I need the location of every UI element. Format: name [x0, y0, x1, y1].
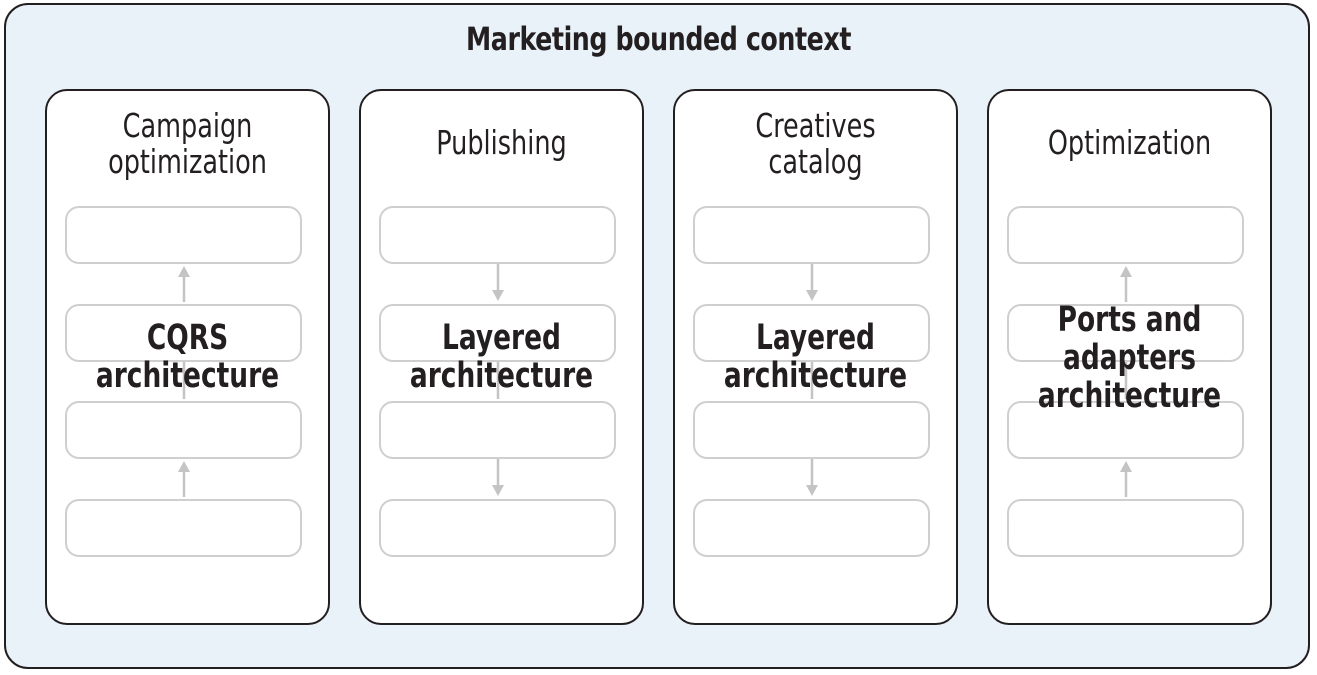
layer-arrows	[492, 264, 504, 496]
architecture-label-line: architecture	[1037, 376, 1222, 416]
arrow-down-head	[806, 290, 818, 301]
layer-arrows	[1120, 266, 1132, 497]
subsystem-title: Creatives catalog	[695, 108, 937, 180]
arrow-up-head	[178, 461, 190, 472]
layer-arrows	[178, 266, 190, 497]
subsystem-creatives-catalog: Creatives catalog Layered architecture	[673, 89, 958, 625]
layer-arrows	[806, 264, 818, 496]
bounded-context-title: Marketing bounded context	[466, 20, 851, 58]
architecture-label-line: Ports and	[1057, 300, 1202, 340]
architecture-label-line: Layered	[756, 318, 875, 358]
subsystem-title-line: Campaign	[122, 106, 253, 145]
layer-box	[1007, 401, 1244, 459]
arrow-up-head	[1120, 266, 1132, 277]
subsystem-title: Optimization	[1009, 125, 1251, 161]
architecture-label: Layered architecture	[697, 319, 933, 395]
layer-box	[693, 304, 930, 362]
layer-box	[1007, 304, 1244, 362]
layer-box	[379, 499, 616, 557]
architecture-label-line: architecture	[409, 356, 594, 396]
subsystem-title-line: catalog	[768, 142, 863, 181]
layer-box	[693, 499, 930, 557]
arrow-down-head	[492, 485, 504, 496]
architecture-label-line: Layered	[442, 318, 561, 358]
subsystem-optimization: Optimization Ports and adapters architec…	[987, 89, 1272, 625]
architecture-label: Ports and adapters architecture	[1011, 301, 1247, 415]
layer-box	[65, 206, 302, 264]
subsystem-title-line: Optimization	[1047, 123, 1212, 162]
arrow-down-head	[492, 290, 504, 301]
architecture-label-line: CQRS	[146, 318, 229, 358]
layer-box	[1007, 206, 1244, 264]
architecture-label-line: architecture	[723, 356, 908, 396]
subsystem-title: Campaign optimization	[67, 108, 309, 180]
layer-box	[65, 499, 302, 557]
layer-box	[379, 206, 616, 264]
arrow-down-head	[806, 485, 818, 496]
subsystem-title: Publishing	[381, 125, 623, 161]
architecture-label-line: adapters	[1063, 338, 1196, 378]
layer-box	[65, 304, 302, 362]
architecture-label-line: architecture	[95, 356, 280, 396]
subsystem-title-line: Publishing	[436, 123, 567, 162]
subsystem-campaign-optimization: Campaign optimization CQRS architecture	[45, 89, 330, 625]
arrow-up-head	[1120, 461, 1132, 472]
subsystem-title-line: Creatives	[755, 106, 876, 145]
subsystem-publishing: Publishing Layered architecture	[359, 89, 644, 625]
layer-box	[693, 206, 930, 264]
layer-box	[693, 401, 930, 459]
architecture-label: Layered architecture	[383, 319, 619, 395]
layer-box	[379, 401, 616, 459]
layer-box	[65, 401, 302, 459]
arrow-up-head	[178, 266, 190, 277]
layer-box	[379, 304, 616, 362]
architecture-label: CQRS architecture	[69, 319, 305, 395]
subsystem-title-line: optimization	[108, 142, 267, 181]
layer-box	[1007, 499, 1244, 557]
